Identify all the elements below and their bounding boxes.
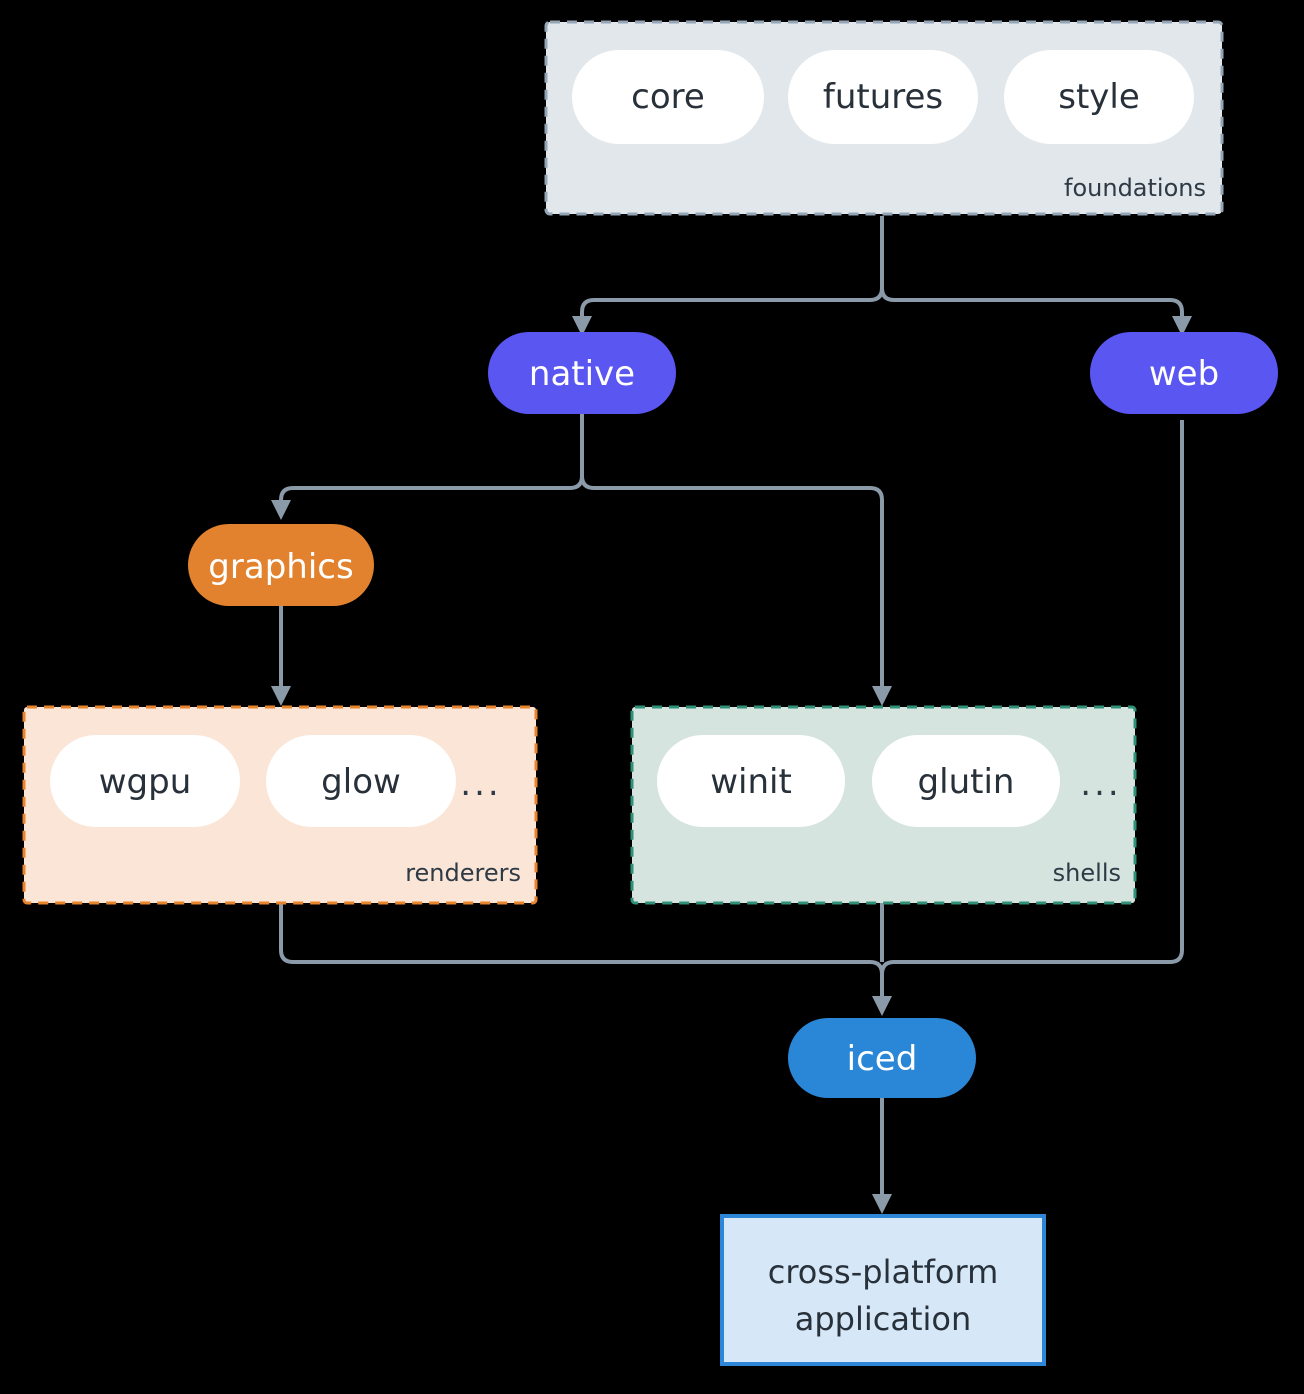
node-iced-shape xyxy=(788,1018,976,1098)
arrowhead-to-web xyxy=(1172,316,1192,336)
edge-foundations-to-native-web xyxy=(572,216,1192,336)
pill-futures-label: futures xyxy=(823,77,943,117)
node-iced-label: iced xyxy=(847,1039,918,1079)
pill-glow[interactable]: glow xyxy=(266,735,456,827)
edge-merge-to-iced xyxy=(279,420,1184,1016)
node-web-label: web xyxy=(1149,354,1219,394)
node-native-label: native xyxy=(529,354,635,394)
node-graphics-shape xyxy=(188,524,374,606)
pill-core-shape xyxy=(572,50,764,144)
pill-wgpu[interactable]: wgpu xyxy=(50,735,240,827)
shells-ellipsis: ... xyxy=(1080,764,1121,804)
arrowhead-to-renderers xyxy=(271,686,291,706)
box-application-line1: cross-platform xyxy=(768,1253,998,1291)
pill-futures[interactable]: futures xyxy=(788,50,978,144)
edge-layer xyxy=(271,216,1192,1214)
arrowhead-to-graphics xyxy=(271,500,291,520)
node-web[interactable]: web xyxy=(1090,332,1278,414)
pill-style-label: style xyxy=(1058,77,1140,117)
pill-futures-shape xyxy=(788,50,978,144)
renderers-ellipsis: ... xyxy=(460,764,501,804)
group-renderers: wgpu glow ... renderers xyxy=(22,705,538,905)
pill-glutin-label: glutin xyxy=(918,762,1015,802)
pill-style[interactable]: style xyxy=(1004,50,1194,144)
pill-core-label: core xyxy=(631,77,705,117)
arrowhead-to-iced xyxy=(872,996,892,1016)
group-renderers-label: renderers xyxy=(405,859,521,887)
pill-glutin[interactable]: glutin xyxy=(872,735,1060,827)
pill-wgpu-shape xyxy=(50,735,240,827)
pill-glow-shape xyxy=(266,735,456,827)
pill-winit-shape xyxy=(657,735,845,827)
node-graphics[interactable]: graphics xyxy=(188,524,374,606)
pill-glutin-shape xyxy=(872,735,1060,827)
pill-glow-label: glow xyxy=(321,762,401,802)
edge-iced-to-application xyxy=(872,1098,892,1214)
group-shells-label: shells xyxy=(1053,859,1121,887)
pill-winit[interactable]: winit xyxy=(657,735,845,827)
edge-graphics-to-renderers xyxy=(271,606,291,706)
pill-core[interactable]: core xyxy=(572,50,764,144)
arrowhead-to-application xyxy=(872,1194,892,1214)
pill-wgpu-label: wgpu xyxy=(99,762,192,802)
box-cross-platform-application-shape xyxy=(720,1214,1046,1366)
group-shells: winit glutin ... shells xyxy=(630,705,1137,905)
node-native-shape xyxy=(488,332,676,414)
node-native[interactable]: native xyxy=(488,332,676,414)
pill-winit-label: winit xyxy=(710,762,792,802)
arrowhead-to-shells xyxy=(872,686,892,706)
group-foundations: core futures style foundations xyxy=(544,20,1224,216)
pill-style-shape xyxy=(1004,50,1194,144)
node-web-shape xyxy=(1090,332,1278,414)
box-application-line2: application xyxy=(795,1300,972,1338)
edge-native-to-graphics-shells xyxy=(271,414,892,706)
node-iced[interactable]: iced xyxy=(788,1018,976,1098)
box-cross-platform-application[interactable]: cross-platform application xyxy=(720,1214,1046,1366)
node-graphics-label: graphics xyxy=(208,547,353,587)
arrowhead-to-native xyxy=(572,316,592,336)
group-foundations-label: foundations xyxy=(1064,174,1206,202)
